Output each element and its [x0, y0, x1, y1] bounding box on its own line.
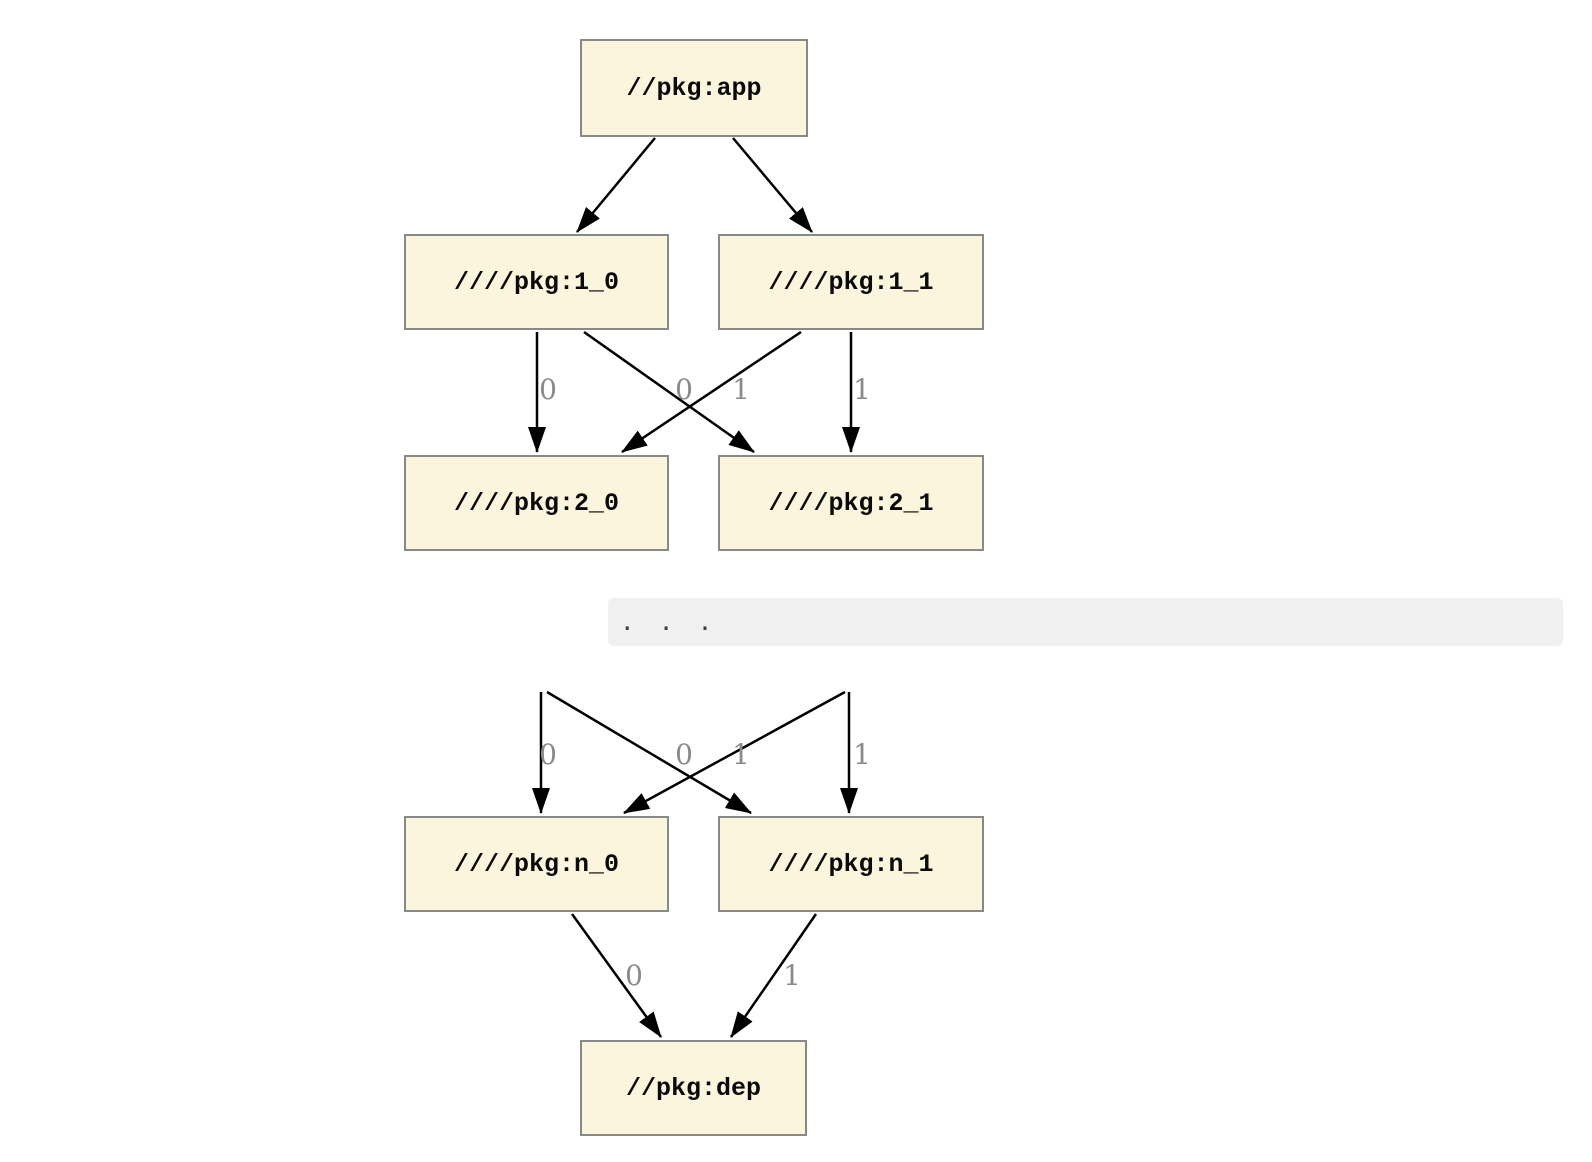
edge-label: 1 [853, 373, 871, 406]
edge-...-to-pkgn_1 [546, 690, 752, 815]
edge-label: 1 [783, 959, 801, 992]
graph-node-pkgn_0: ////pkg:n_0 [404, 816, 669, 912]
ellipsis-text: . . . [620, 608, 718, 636]
node-label: ////pkg:n_1 [768, 849, 934, 879]
node-label: ////pkg:2_1 [768, 488, 934, 518]
edge-label: 0 [539, 738, 557, 771]
edge-app-to-pkg1_1 [732, 137, 813, 233]
node-label: ////pkg:1_1 [768, 267, 934, 297]
graph-node-dep: //pkg:dep [580, 1040, 807, 1136]
edge-label: 0 [675, 373, 693, 406]
edge-pkgn_1-to-dep [729, 913, 818, 1038]
ellipsis-band: . . . [608, 598, 1563, 646]
node-label: //pkg:app [626, 73, 762, 103]
edge-label: 0 [539, 373, 557, 406]
edge-pkgn_0-to-dep [570, 913, 663, 1038]
edge-app-to-pkg1_0 [576, 137, 656, 233]
graph-node-app: //pkg:app [580, 39, 808, 137]
edge-label: 0 [625, 959, 643, 992]
edge-pkg1_1-to-pkg2_0 [621, 330, 802, 454]
graph-node-pkg1_1: ////pkg:1_1 [718, 234, 984, 330]
graph-node-pkgn_1: ////pkg:n_1 [718, 816, 984, 912]
graph-node-pkg2_0: ////pkg:2_0 [404, 455, 669, 551]
node-label: ////pkg:2_0 [453, 488, 620, 518]
edge-label: 1 [732, 738, 750, 771]
edge-pkg1_0-to-pkg2_1 [583, 330, 755, 454]
edge-label: 1 [853, 738, 871, 771]
edge-label: 1 [732, 373, 750, 406]
node-label: ////pkg:n_0 [453, 849, 620, 879]
graph-node-pkg2_1: ////pkg:2_1 [718, 455, 984, 551]
node-label: //pkg:dep [625, 1073, 762, 1103]
graph-node-pkg1_0: ////pkg:1_0 [404, 234, 669, 330]
edge-label: 0 [675, 738, 693, 771]
node-label: ////pkg:1_0 [453, 267, 620, 297]
